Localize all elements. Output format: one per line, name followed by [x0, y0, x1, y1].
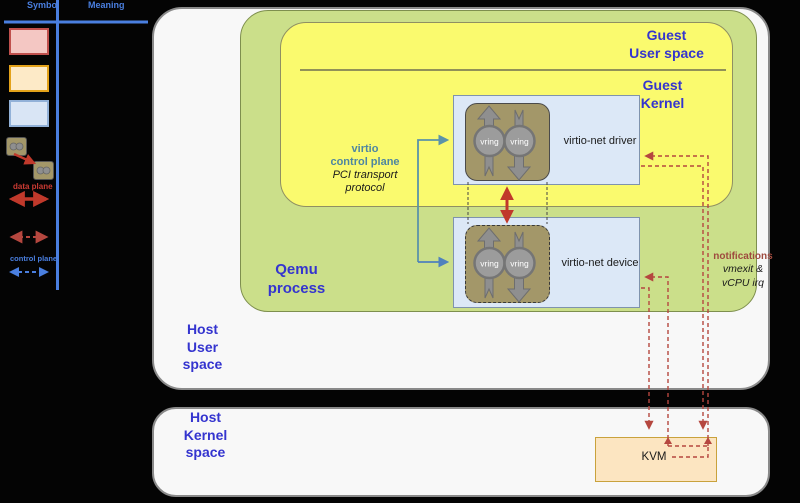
down-arrow-icon: [506, 155, 532, 181]
control-plane-line2: control plane: [330, 155, 400, 168]
host-kernel-space-label: Host Kernel space: [158, 409, 253, 462]
vring-label: vring: [510, 259, 529, 269]
notifications-line1: notifications: [713, 251, 773, 262]
pci-line1: PCI transport: [332, 168, 398, 181]
qemu-line1: Qemu: [275, 261, 318, 278]
driver-vring-graphic: vring vring: [473, 105, 536, 181]
qemu-line2: process: [267, 279, 326, 297]
host-user-space-label: Host User space: [170, 321, 235, 374]
device-vring-container: vring vring: [465, 225, 550, 303]
legend-col1-header: Symbol: [27, 0, 60, 10]
host-user-line2: User: [186, 338, 219, 355]
virtio-net-device-label: virtio-net device: [561, 257, 639, 269]
host-kernel-line2: Kernel: [183, 426, 228, 443]
guest-kernel-line2: Kernel: [640, 94, 685, 111]
legend-swatch-orange: [9, 65, 49, 92]
pci-line2: protocol: [345, 181, 385, 194]
host-user-line1: Host: [186, 321, 219, 337]
driver-vring-container: vring vring: [465, 103, 550, 181]
control-plane-line1: virtio: [351, 143, 379, 155]
legend-vring-icon: [33, 161, 54, 180]
notifications-annotation: notifications vmexit & vCPU irq: [708, 250, 778, 290]
vring-label: vring: [480, 259, 499, 269]
guest-user-space-label: Guest User space: [600, 27, 733, 62]
qemu-process-label: Qemu process: [249, 261, 344, 299]
legend-col2-header: Meaning: [88, 0, 125, 10]
vring-label: vring: [480, 137, 499, 147]
legend-vring-icon-graphic: [9, 142, 24, 151]
legend-swatch-blue: [9, 100, 49, 127]
guest-kernel-line1: Guest: [642, 77, 683, 93]
legend-vring-icon: [6, 137, 27, 156]
legend-control-plane-label: control plane: [10, 254, 58, 263]
device-vring-graphic: vring vring: [473, 227, 536, 303]
vring-circle: [503, 246, 536, 280]
legend-swatch-pink: [9, 28, 49, 55]
control-plane-annotation: virtio control plane PCI transport proto…: [312, 143, 418, 195]
legend-vring-icon-graphic: [36, 166, 51, 175]
legend-data-plane-label: data plane: [13, 182, 53, 191]
host-user-line3: space: [182, 356, 223, 372]
guest-kernel-label: Guest Kernel: [600, 77, 725, 112]
guest-user-line2: User space: [629, 44, 704, 61]
guest-user-line1: Guest: [646, 27, 687, 43]
notifications-line2: vmexit &: [722, 263, 764, 275]
notifications-line3: vCPU irq: [721, 276, 764, 289]
host-kernel-line3: space: [185, 444, 226, 460]
down-arrow-icon: [506, 277, 532, 303]
host-kernel-line1: Host: [189, 409, 222, 425]
vring-label: vring: [510, 137, 529, 147]
virtio-net-driver-label: virtio-net driver: [563, 135, 637, 147]
vring-circle: [503, 124, 536, 158]
kvm-label: KVM: [641, 451, 667, 463]
